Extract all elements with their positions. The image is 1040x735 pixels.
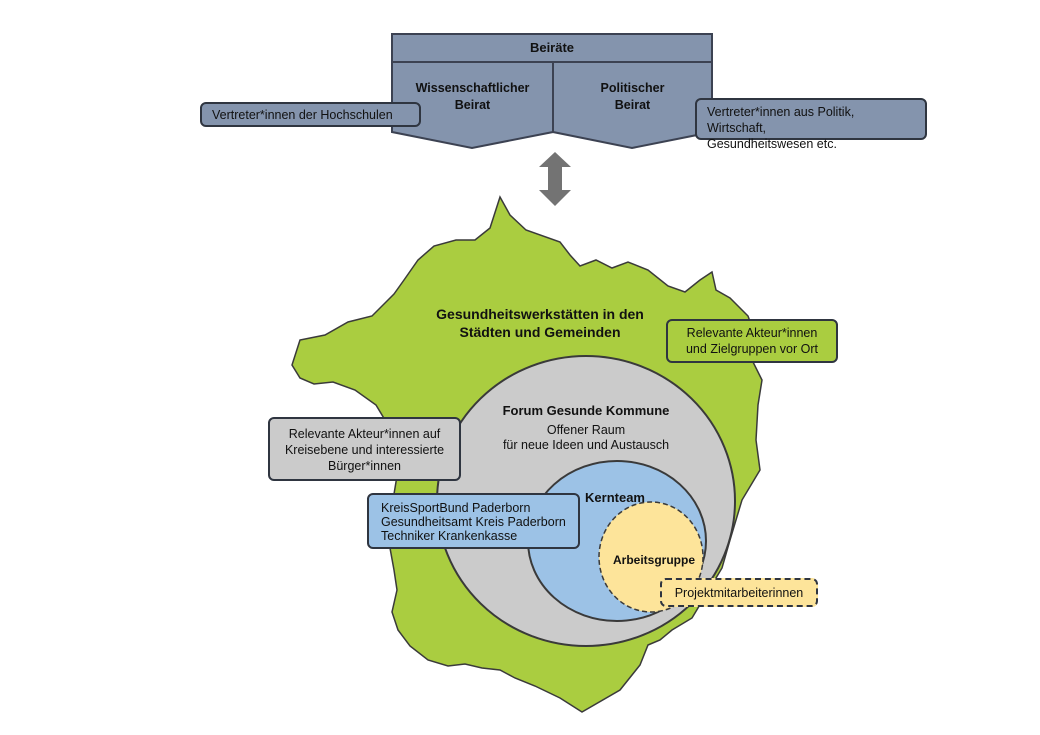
politics-reps-callout: Vertreter*innen aus Politik, Wirtschaft,… — [695, 98, 927, 151]
workshops-title: Gesundheitswerkstätten in den Städten un… — [436, 306, 644, 340]
double-arrow-icon — [539, 152, 571, 206]
district-actors-callout: Relevante Akteur*innen auf Kreisebene un… — [268, 417, 461, 481]
core-team-title: Kernteam — [585, 490, 645, 505]
board-politics-shape — [552, 61, 713, 150]
politics-board-label: Politischer Beirat — [600, 81, 665, 112]
universities-callout: Vertreter*innen der Hochschulen — [200, 102, 421, 127]
board-title: Beiräte — [529, 40, 575, 55]
project-staff-callout: Projektmitarbeiterinnen — [660, 578, 818, 607]
local-actors-callout: Relevante Akteur*innen und Zielgruppen v… — [666, 319, 838, 363]
core-partners-callout: KreisSportBund Paderborn Gesundheitsamt … — [367, 493, 580, 549]
working-group-label: Arbeitsgruppe — [612, 553, 695, 567]
science-board-label: Wissenschaftlicher Beirat — [415, 81, 530, 112]
forum-title: Forum Gesunde Kommune — [502, 403, 670, 418]
forum-description: Offener Raum für neue Ideen und Austausc… — [502, 423, 670, 452]
